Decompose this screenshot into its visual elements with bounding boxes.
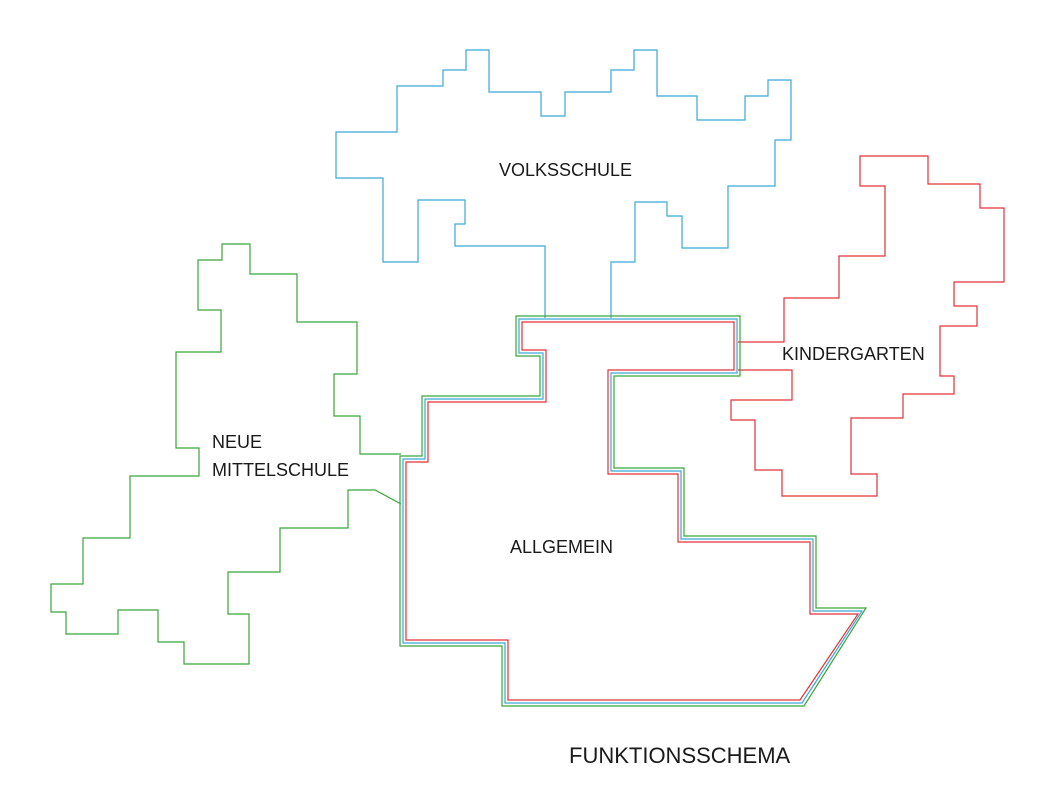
volksschule-zone [335,49,792,318]
neue-mittelschule-label-line1: NEUE [212,432,263,452]
diagram-caption: FUNKTIONSSCHEMA [569,743,791,768]
neue-mittelschule-label-line2: MITTELSCHULE [212,460,350,480]
neue-mittelschule-zone [50,243,402,665]
kindergarten-label: KINDERGARTEN [782,344,925,364]
volksschule-label: VOLKSSCHULE [499,160,633,180]
allgemein-label: ALLGEMEIN [510,537,614,557]
allgemein-zone-outline-green [399,315,868,707]
allgemein-zone-outline-red [405,321,860,701]
kindergarten-zone [730,155,1005,497]
allgemein-zone-outline-blue [402,318,864,704]
